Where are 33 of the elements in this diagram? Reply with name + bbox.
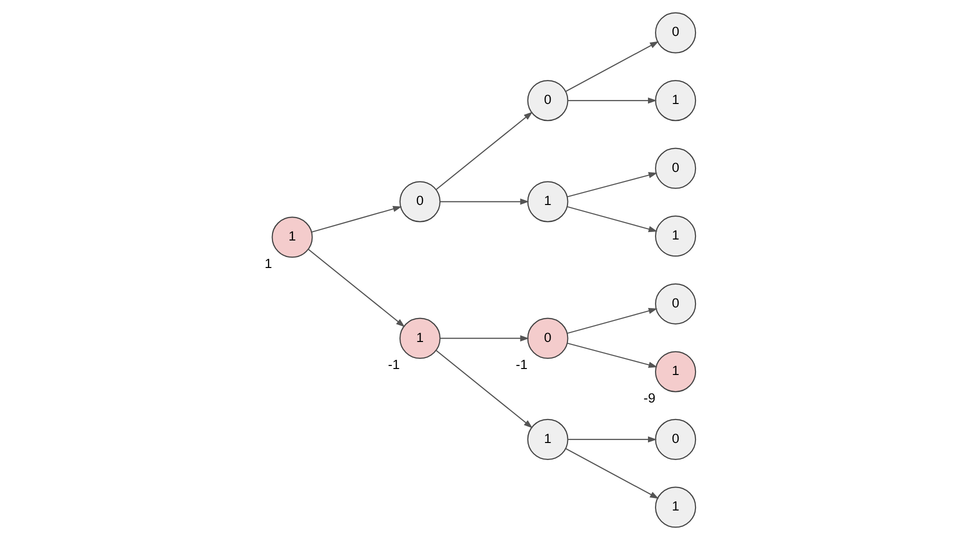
arrow [567,308,658,334]
arrow [568,97,657,104]
node-circle: 1 [655,486,696,528]
node-label: -9 [644,390,656,406]
arrow [440,335,530,342]
node-circle: 1 [399,318,441,359]
node-circle: 0 [655,12,696,54]
node-circle: 0 [655,418,696,460]
node-circle: 1 [272,216,313,258]
arrow [436,350,533,428]
node-circle: 0 [655,148,696,189]
node-circle: 1 [527,418,568,460]
arrow [567,172,658,198]
node-label: -1 [516,357,528,372]
arrow [567,342,658,368]
arrow [566,41,659,92]
arrow [440,198,530,205]
arrow [312,206,402,233]
node-circle: 0 [399,181,441,222]
node-circle: 1 [655,351,696,392]
node-circle: 1 [527,181,568,222]
node-circle: 0 [527,80,568,122]
arrow [308,248,405,328]
node-circle: 1 [655,216,696,257]
node-circle: 0 [527,318,568,359]
arrow [566,448,659,499]
node-label: -1 [388,357,400,372]
arrow [568,436,657,443]
node-label: 1 [264,256,272,271]
node-circle: 1 [655,80,696,122]
arrow [567,206,658,232]
arrow [436,112,533,190]
node-circle: 0 [655,283,696,324]
